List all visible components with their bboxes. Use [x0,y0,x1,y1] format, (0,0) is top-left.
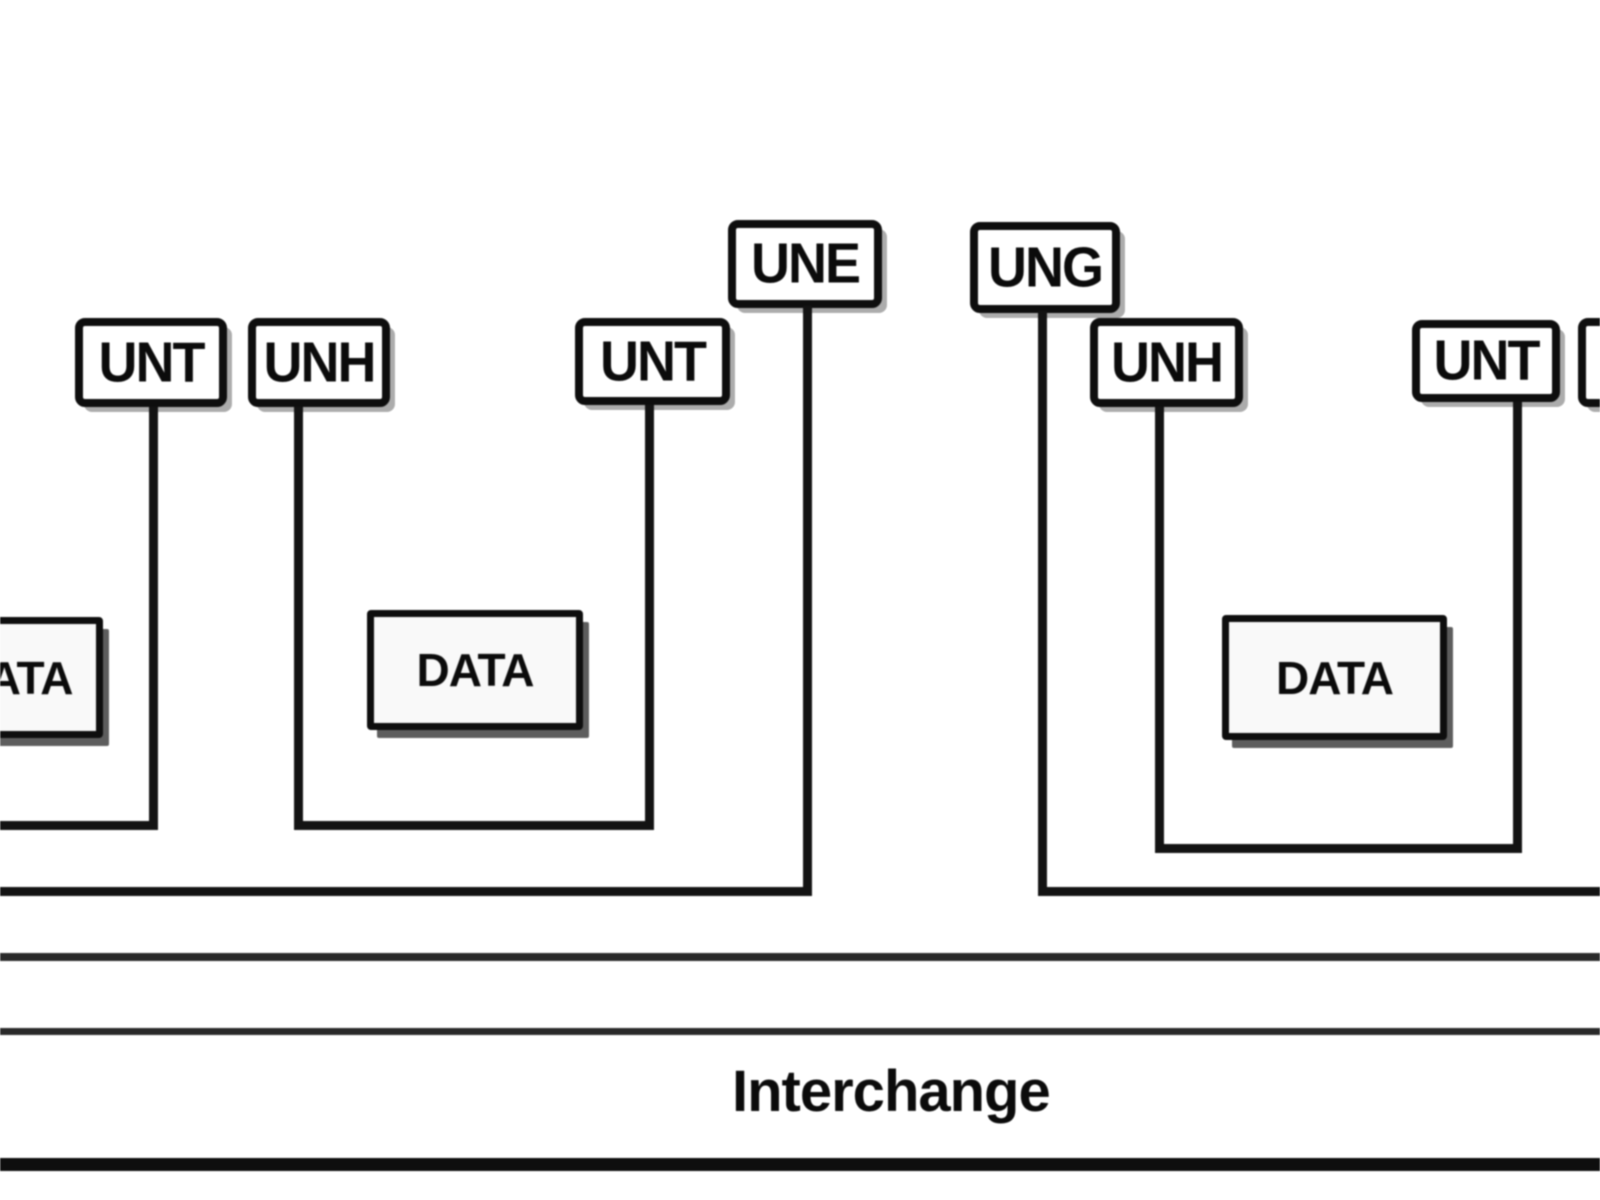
segment-box-label-unh-2: UNH [1111,331,1224,394]
segment-box-segment-partial-right [1578,318,1600,407]
connector-message-bracket-right [1155,844,1522,853]
data-box-data-3: DATA [1222,615,1447,740]
segment-box-label-unt-3: UNT [1433,329,1541,393]
connector-unh-2-drop [1155,407,1164,853]
segment-box-label-ung-1: UNG [988,236,1104,299]
segment-box-label-une-1: UNE [750,232,861,296]
segment-box-unh-1: UNH [248,318,390,407]
data-box-label-data-1: DATA [0,651,73,704]
connector-unt-3-drop [1513,402,1522,853]
band-upper [0,953,1600,961]
data-box-label-data-3: DATA [1276,651,1394,704]
connector-group-bracket-right [1038,887,1600,896]
segment-box-label-unt-2: UNT [600,330,707,393]
segment-box-unt-1: UNT [75,318,227,407]
band-interchange-top [0,1028,1600,1035]
connector-unh-1-drop [294,407,303,830]
segment-box-une-1: UNE [728,220,882,308]
data-box-label-data-2: DATA [416,644,535,696]
connector-message-bracket-mid [294,821,654,830]
segment-box-unt-2: UNT [575,318,730,405]
interchange-label: Interchange [732,1059,1051,1124]
segment-box-unh-2: UNH [1090,318,1243,407]
segment-box-label-unh-1: UNH [263,331,377,394]
connector-une-drop [803,306,812,896]
segment-box-label-unt-1: UNT [98,331,206,394]
connector-unt-2-drop [645,405,654,830]
band-interchange-bottom [0,1158,1600,1171]
data-box-data-2: DATA [367,610,583,730]
connector-ung-drop [1038,311,1047,896]
connector-unt-1-drop [149,407,158,830]
segment-box-unt-3: UNT [1412,320,1560,402]
segment-box-ung-1: UNG [970,222,1120,313]
connector-group-bracket-left [0,887,812,896]
data-box-data-1: DATA [0,617,103,738]
connector-message-bracket-left [0,821,158,830]
